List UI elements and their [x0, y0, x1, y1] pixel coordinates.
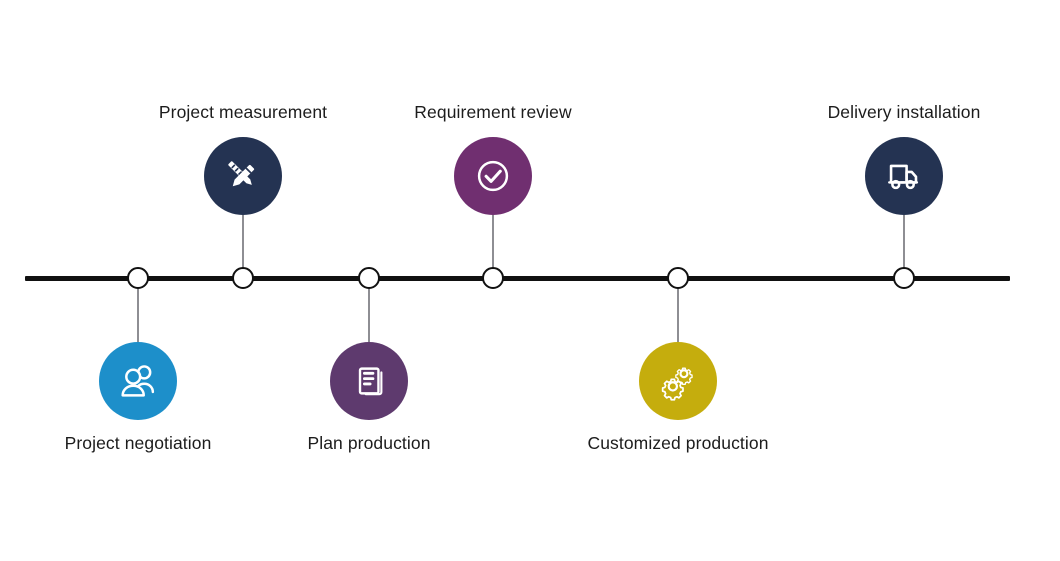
stage-bubble-delivery-truck[interactable] — [865, 137, 943, 215]
gears-icon — [655, 358, 701, 404]
stage-bubble-pencil-ruler[interactable] — [204, 137, 282, 215]
connector-stem — [903, 215, 905, 278]
check-circle-icon — [470, 153, 516, 199]
connector-stem — [368, 278, 370, 342]
documents-icon — [347, 359, 391, 403]
stage-label: Project negotiation — [64, 433, 212, 453]
stage-bubble-check-circle[interactable] — [454, 137, 532, 215]
stage-bubble-documents[interactable] — [330, 342, 408, 420]
timeline-axis — [25, 275, 1010, 281]
timeline-node[interactable] — [893, 267, 915, 289]
stage-bubble-gears[interactable] — [639, 342, 717, 420]
stage-bubble-two-users[interactable] — [99, 342, 177, 420]
stage-label: Requirement review — [414, 102, 572, 122]
connector-stem — [242, 215, 244, 278]
timeline-node[interactable] — [358, 267, 380, 289]
timeline-node[interactable] — [232, 267, 254, 289]
connector-stem — [492, 215, 494, 278]
connector-stem — [677, 278, 679, 342]
delivery-truck-icon — [881, 153, 927, 199]
stage-label: Delivery installation — [827, 102, 981, 122]
stage-label: Project measurement — [158, 102, 328, 122]
pencil-ruler-icon — [221, 154, 265, 198]
stage-label: Plan production — [307, 433, 431, 453]
timeline-node[interactable] — [127, 267, 149, 289]
two-users-icon — [115, 358, 161, 404]
stage-label: Customized production — [587, 433, 769, 453]
connector-stem — [137, 278, 139, 342]
timeline-node[interactable] — [667, 267, 689, 289]
timeline-node[interactable] — [482, 267, 504, 289]
